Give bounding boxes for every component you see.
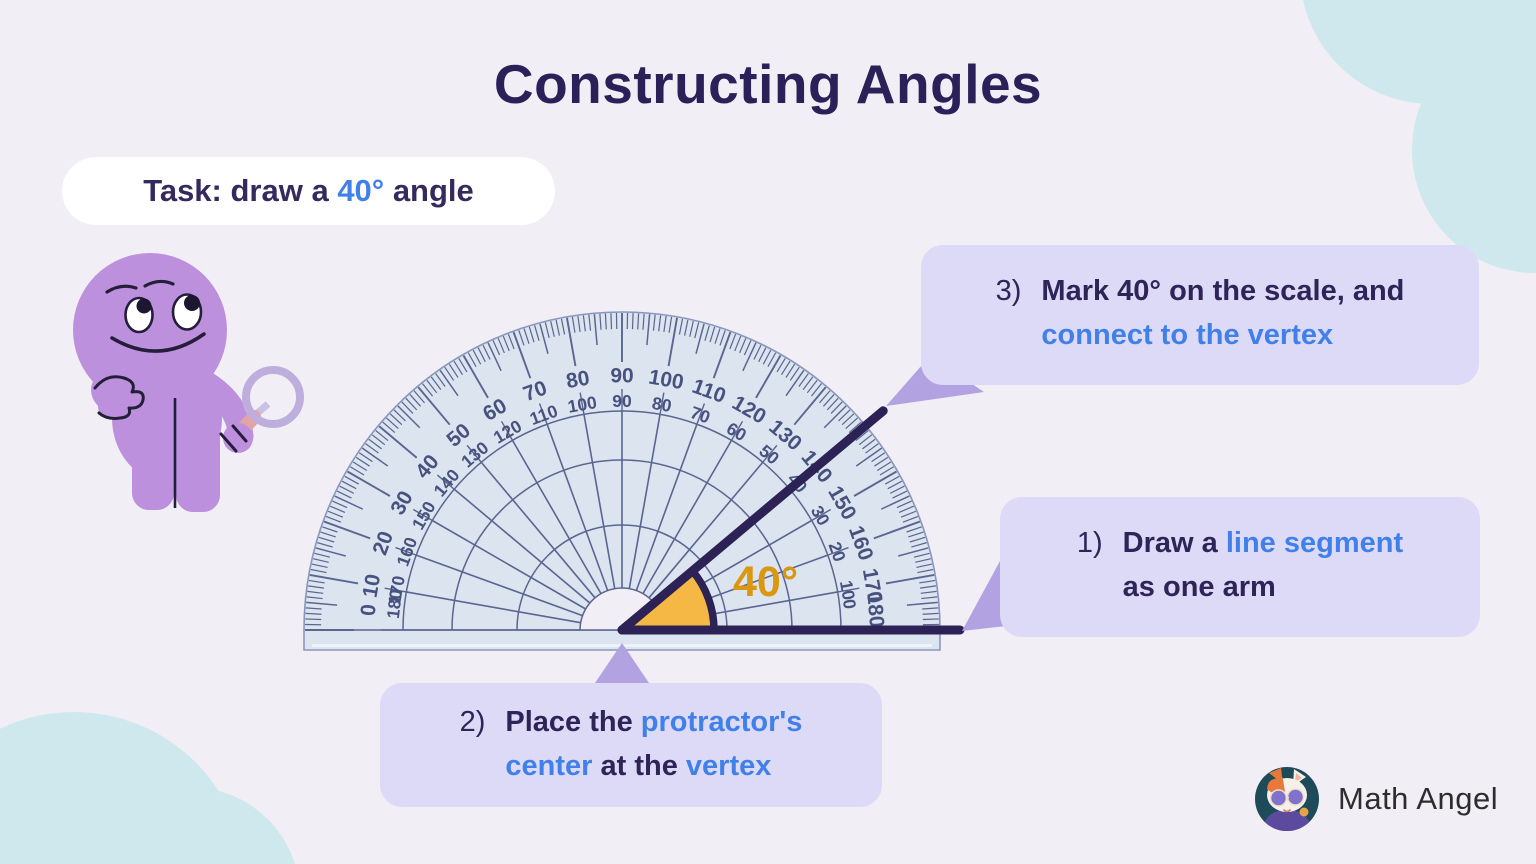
mascot-face [105,279,206,353]
svg-text:90: 90 [610,365,633,388]
step-number: 1) [1076,527,1103,559]
magnifying-glass-icon [219,366,304,453]
svg-text:110: 110 [689,375,729,408]
task-text: Task: draw a 40° angle [143,173,474,208]
svg-text:70: 70 [520,377,550,407]
brand-logo-text: Math Angel [1338,781,1499,816]
svg-text:180: 180 [862,592,888,629]
svg-text:80: 80 [564,367,591,394]
svg-text:160: 160 [392,534,421,569]
svg-text:90: 90 [612,391,632,411]
svg-text:170: 170 [384,574,409,606]
svg-text:120: 120 [728,391,770,428]
svg-text:130: 130 [457,437,492,471]
svg-text:30: 30 [807,502,834,529]
svg-text:150: 150 [408,498,440,534]
page-title: Constructing Angles [493,53,1043,115]
svg-text:10: 10 [359,572,386,599]
svg-text:180: 180 [383,588,406,620]
svg-text:40: 40 [784,469,812,497]
svg-text:30: 30 [386,487,418,519]
brand-logo: Math Angel [1254,766,1498,832]
svg-text:50: 50 [442,419,475,452]
task-pill: Task: draw a 40° angle [62,157,555,225]
svg-text:60: 60 [479,394,511,426]
svg-text:40: 40 [411,450,444,483]
brand-logo-cat-icon [1255,767,1319,831]
mascot-character-illustration [73,253,304,512]
svg-text:140: 140 [430,465,464,500]
svg-text:140: 140 [797,446,837,488]
mascot-body [73,253,254,512]
angle-value-label: 40° [733,558,799,606]
mascot-thumbs-up-hand [93,375,145,420]
svg-text:100: 100 [647,365,686,394]
svg-text:70: 70 [688,402,713,428]
svg-text:0: 0 [357,603,381,616]
svg-text:50: 50 [755,441,783,469]
svg-text:20: 20 [824,539,850,564]
svg-text:60: 60 [723,418,750,445]
svg-text:100: 100 [566,392,598,417]
svg-text:150: 150 [823,482,860,524]
svg-text:20: 20 [369,528,399,558]
svg-text:130: 130 [764,415,806,455]
svg-text:80: 80 [650,393,673,416]
step-number: 3) [995,275,1022,307]
svg-text:10: 10 [836,579,859,602]
step-number: 2) [459,706,486,738]
svg-text:170: 170 [858,567,887,606]
svg-text:0: 0 [839,598,860,610]
svg-text:120: 120 [490,416,526,448]
svg-text:110: 110 [527,400,561,429]
svg-text:160: 160 [844,523,878,564]
